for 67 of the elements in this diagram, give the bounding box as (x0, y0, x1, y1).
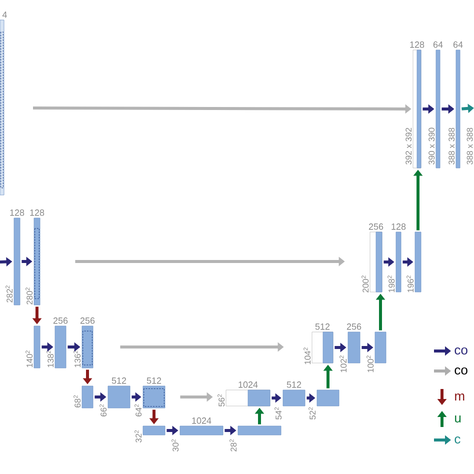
feature-map-bar (82, 386, 94, 408)
feature-map-bar (456, 50, 460, 168)
feature-map-bar (312, 332, 334, 364)
channel-label: 128 (10, 209, 24, 216)
size-label: 388 x 388 (448, 128, 455, 164)
feature-map-bar (82, 326, 94, 368)
size-label: 198$^{2}$ (388, 276, 395, 292)
channel-label: 512 (286, 381, 302, 388)
feature-map-bar (316, 390, 340, 406)
channel-label: 4 (2, 12, 7, 18)
size-label: 64$^{2}$ (134, 404, 142, 416)
legend-text: u (455, 416, 461, 422)
feature-map-bar (282, 390, 306, 406)
feature-map-bar (374, 332, 386, 364)
channel-label: 1024 (192, 417, 212, 424)
size-label: 100$^{2}$ (366, 356, 374, 372)
feature-map-bar (370, 232, 382, 292)
size-label: 68$^{2}$ (74, 395, 81, 408)
feature-map-bar (414, 232, 422, 292)
feature-map-bar (34, 326, 40, 368)
size-label: 196$^{2}$ (406, 276, 414, 292)
channel-label: 512 (146, 377, 162, 384)
feature-map-bar (54, 326, 66, 368)
feature-map-bar (108, 386, 130, 408)
channel-label: 512 (315, 323, 330, 330)
size-label: 32$^{2}$ (134, 430, 142, 442)
feature-map-bar (412, 50, 422, 168)
size-label: 282$^{2}$ (6, 286, 13, 302)
size-label: 392 x 392 (406, 128, 412, 164)
feature-map-bar (34, 218, 40, 306)
size-label: 28$^{2}$ (230, 439, 237, 452)
channel-label: 1024 (238, 381, 258, 388)
feature-map-bar (0, 20, 4, 196)
size-label: 52$^{2}$ (308, 407, 316, 420)
feature-map-bar (226, 390, 270, 406)
legend-text: co (454, 347, 468, 355)
feature-map-bar (396, 232, 402, 292)
feature-map-bar (238, 426, 282, 436)
size-label: 390 x 390 (428, 128, 435, 164)
channel-label: 128 (30, 209, 44, 216)
size-label: 56$^{2}$ (218, 394, 225, 406)
channel-label: 512 (112, 377, 126, 384)
size-label: 280$^{2}$ (26, 288, 33, 304)
feature-map-bar (180, 426, 224, 436)
channel-label: 128 (410, 41, 424, 48)
channel-label: 64 (433, 41, 443, 48)
channel-label: 256 (80, 317, 95, 324)
feature-map-bar (14, 218, 20, 306)
channel-label: 128 (392, 223, 406, 230)
legend-text: c (454, 436, 460, 444)
size-label: 66$^{2}$ (100, 404, 107, 416)
legend-text: m (455, 394, 464, 400)
feature-map-bar (348, 332, 360, 364)
channel-label: 256 (368, 223, 384, 230)
legend-text: co (454, 367, 468, 375)
feature-map-bar (142, 386, 166, 408)
feature-map-bar (436, 50, 440, 168)
channel-label: 256 (346, 323, 362, 330)
channel-label: 256 (53, 317, 68, 324)
channel-label: 64 (453, 41, 463, 48)
size-label: 102$^{2}$ (340, 356, 347, 372)
size-label: 30$^{2}$ (172, 439, 179, 452)
size-label: 54$^{2}$ (274, 407, 282, 420)
size-label: 104$^{2}$ (304, 348, 311, 364)
feature-map-bar (142, 426, 166, 436)
size-label: 200$^{2}$ (362, 276, 369, 292)
size-label: 140$^{2}$ (26, 350, 33, 368)
